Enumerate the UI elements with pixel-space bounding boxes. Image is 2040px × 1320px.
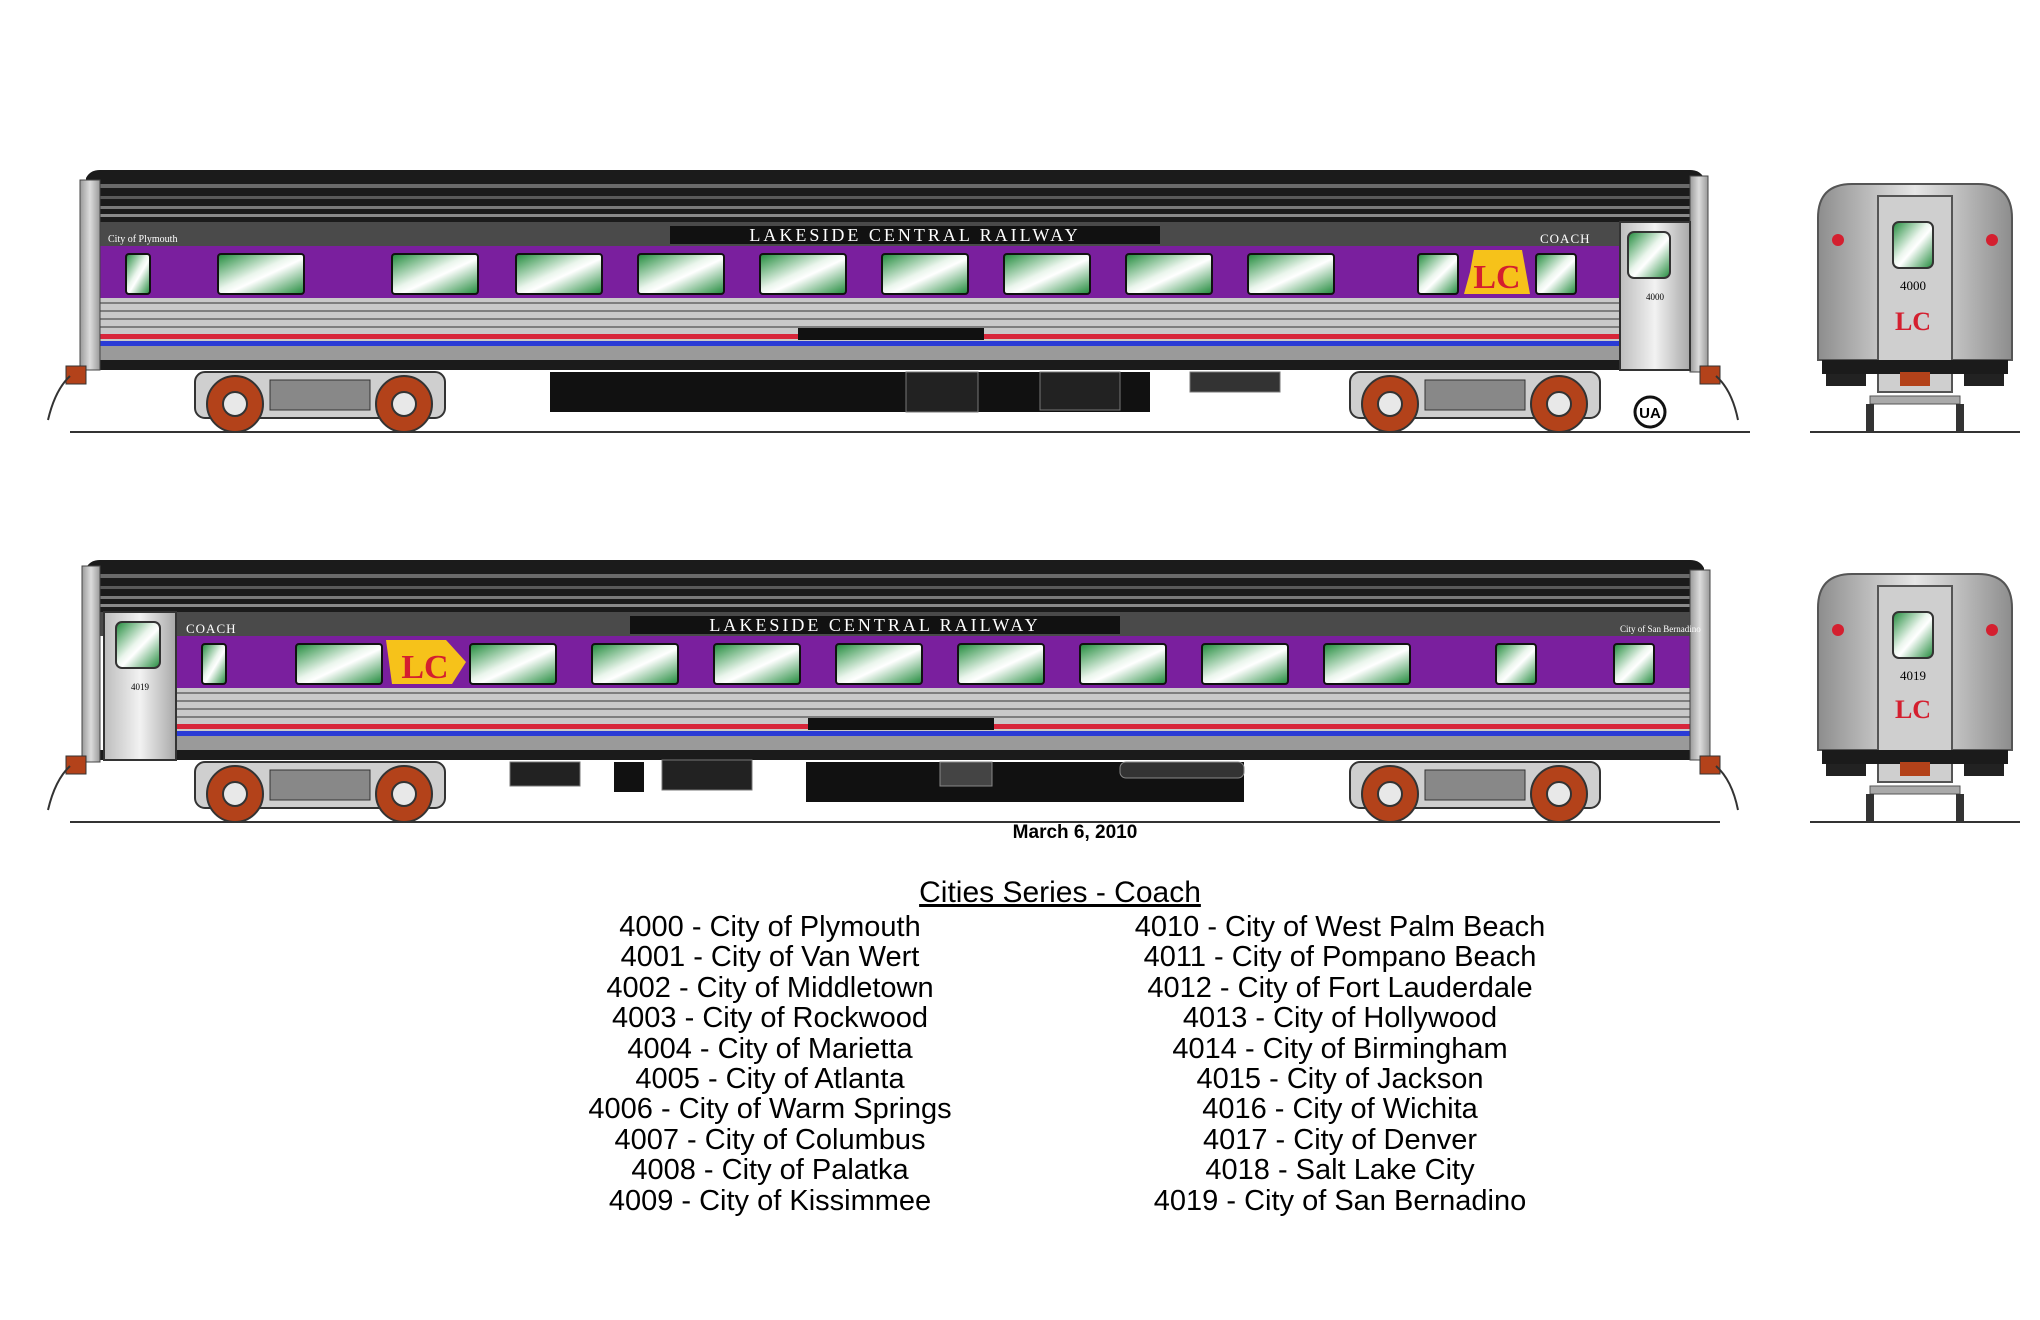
roster-item: 4000 - City of Plymouth <box>619 911 921 943</box>
end-logo-bottom: LC <box>1895 695 1931 724</box>
roster-item: 4007 - City of Columbus <box>614 1123 926 1156</box>
roster-title: Cities Series - Coach <box>919 876 1201 909</box>
end-number-bottom: 4019 <box>1900 668 1926 683</box>
roster-item: 4001 - City of Van Wert <box>620 941 920 974</box>
railroad-name-top: LAKESIDE CENTRAL RAILWAY <box>749 225 1080 245</box>
roster-item: 4015 - City of Jackson <box>1196 1063 1484 1096</box>
roster-item: 4019 - City of San Bernadino <box>1153 1184 1527 1217</box>
builder-mark: UA <box>1639 405 1661 422</box>
roster-item: 4003 - City of Rockwood <box>612 1002 928 1035</box>
drawing-date: March 6, 2010 <box>1012 822 1138 843</box>
railroad-name-bottom: LAKESIDE CENTRAL RAILWAY <box>709 615 1040 635</box>
car-name-top: City of Plymouth <box>108 234 177 245</box>
roster-item: 4016 - City of Wichita <box>1202 1093 1478 1126</box>
roster-item: 4002 - City of Middletown <box>606 971 934 1004</box>
end-number-top: 4000 <box>1900 278 1926 293</box>
roster-right-column: 4010 - City of West Palm Beach 4011 - Ci… <box>1060 912 1620 1216</box>
roster-item: 4018 - Salt Lake City <box>1205 1154 1475 1187</box>
car-end-bottom: 4019 LC <box>1810 573 2020 823</box>
roster-item: 4010 - City of West Palm Beach <box>1134 911 1546 943</box>
car-name-bottom: City of San Bernadino <box>1620 624 1701 634</box>
roster-item: 4008 - City of Palatka <box>631 1154 909 1187</box>
car-side-top: 4000 LAKESIDE CENTRAL RAILWAY City of Pl… <box>47 170 1750 433</box>
roster-item: 4005 - City of Atlanta <box>635 1063 905 1096</box>
roster-item: 4006 - City of Warm Springs <box>588 1093 952 1126</box>
car-end-top: 4000 LC <box>1810 183 2020 433</box>
door-number-bottom: 4019 <box>131 682 150 692</box>
roster-item: 4013 - City of Hollywood <box>1182 1002 1498 1035</box>
roster-item: 4011 - City of Pompano Beach <box>1143 941 1537 974</box>
car-side-bottom: 4019 LAKESIDE CENTRAL RAILWAY COACH City… <box>47 560 1739 823</box>
logo-bottom: LC <box>401 649 448 686</box>
roster-item: 4009 - City of Kissimmee <box>608 1184 932 1217</box>
roster-left-column: 4000 - City of Plymouth 4001 - City of V… <box>490 912 1050 1216</box>
roster-item: 4004 - City of Marietta <box>627 1032 913 1065</box>
end-logo-top: LC <box>1895 307 1931 336</box>
logo-top: LC <box>1473 259 1520 296</box>
car-class-bottom: COACH <box>186 621 237 636</box>
roster-item: 4014 - City of Birmingham <box>1172 1032 1508 1065</box>
car-class-top: COACH <box>1540 231 1591 246</box>
door-number: 4000 <box>1646 292 1665 302</box>
roster-item: 4012 - City of Fort Lauderdale <box>1147 971 1533 1004</box>
roster-item: 4017 - City of Denver <box>1202 1123 1477 1156</box>
